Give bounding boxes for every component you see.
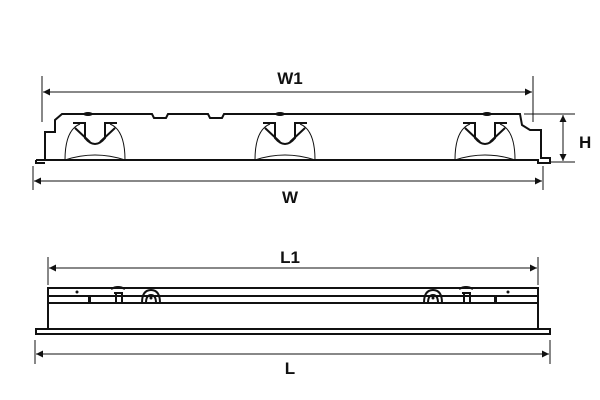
w1-label: W1 [277,69,303,88]
w-label: W [282,188,299,207]
flange [35,328,551,335]
end-view: W1 H W [32,69,591,207]
h-label: H [579,133,591,152]
rivet [482,112,492,116]
rivet [83,112,93,116]
housing-profile [35,113,551,164]
lamp-holder [254,122,316,161]
side-view: L1 L [34,248,551,378]
lamp-holder [454,122,516,161]
rivet [275,112,285,116]
fixings-right [423,286,510,304]
fixings-left [75,286,161,304]
l-label: L [285,359,295,378]
l1-label: L1 [280,248,300,267]
lamp-holder [64,122,126,161]
